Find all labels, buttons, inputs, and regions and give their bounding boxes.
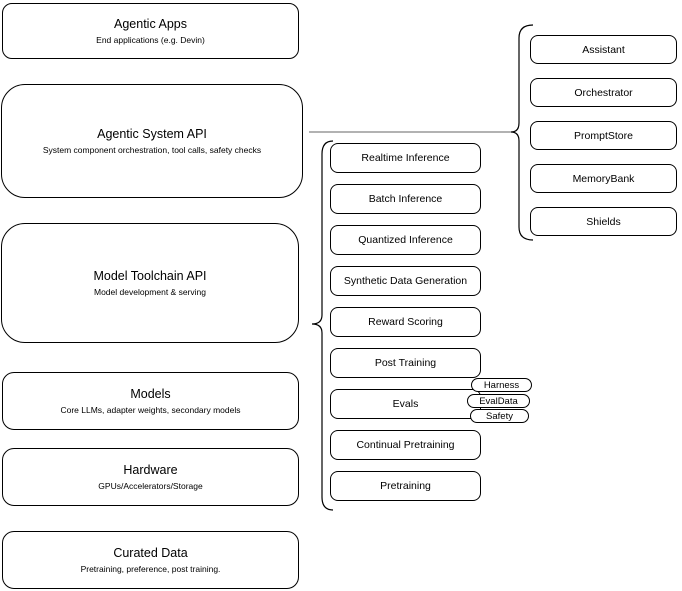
box-models: Models Core LLMs, adapter weights, secon… — [2, 372, 299, 430]
box-title: Agentic System API — [97, 126, 207, 141]
node-synthetic-data-generation: Synthetic Data Generation — [330, 266, 481, 296]
node-memorybank: MemoryBank — [530, 164, 677, 193]
pill-safety: Safety — [470, 409, 529, 423]
node-realtime-inference: Realtime Inference — [330, 143, 481, 173]
box-title: Models — [130, 386, 171, 401]
box-title: Hardware — [123, 462, 178, 477]
box-agentic-apps: Agentic Apps End applications (e.g. Devi… — [2, 3, 299, 59]
box-hardware: Hardware GPUs/Accelerators/Storage — [2, 448, 299, 506]
box-subtitle: System component orchestration, tool cal… — [42, 144, 262, 155]
node-batch-inference: Batch Inference — [330, 184, 481, 214]
box-subtitle: GPUs/Accelerators/Storage — [98, 480, 203, 491]
node-assistant: Assistant — [530, 35, 677, 64]
node-shields: Shields — [530, 207, 677, 236]
box-model-toolchain-api: Model Toolchain API Model development & … — [1, 223, 299, 343]
node-orchestrator: Orchestrator — [530, 78, 677, 107]
pill-evaldata: EvalData — [467, 394, 530, 408]
box-subtitle: End applications (e.g. Devin) — [96, 34, 205, 45]
system-nodes-brace — [510, 24, 534, 241]
box-subtitle: Core LLMs, adapter weights, secondary mo… — [60, 404, 241, 415]
node-quantized-inference: Quantized Inference — [330, 225, 481, 255]
box-title: Model Toolchain API — [93, 268, 207, 283]
box-subtitle: Pretraining, preference, post training. — [80, 563, 221, 574]
box-title: Agentic Apps — [114, 16, 187, 31]
box-agentic-system-api: Agentic System API System component orch… — [1, 84, 303, 198]
node-pretraining: Pretraining — [330, 471, 481, 501]
node-post-training: Post Training — [330, 348, 481, 378]
node-continual-pretraining: Continual Pretraining — [330, 430, 481, 460]
box-curated-data: Curated Data Pretraining, preference, po… — [2, 531, 299, 589]
node-promptstore: PromptStore — [530, 121, 677, 150]
toolchain-nodes-brace — [311, 140, 334, 511]
box-subtitle: Model development & serving — [94, 286, 206, 297]
pill-harness: Harness — [471, 378, 532, 392]
box-title: Curated Data — [113, 545, 188, 560]
node-evals: Evals — [330, 389, 481, 419]
node-reward-scoring: Reward Scoring — [330, 307, 481, 337]
